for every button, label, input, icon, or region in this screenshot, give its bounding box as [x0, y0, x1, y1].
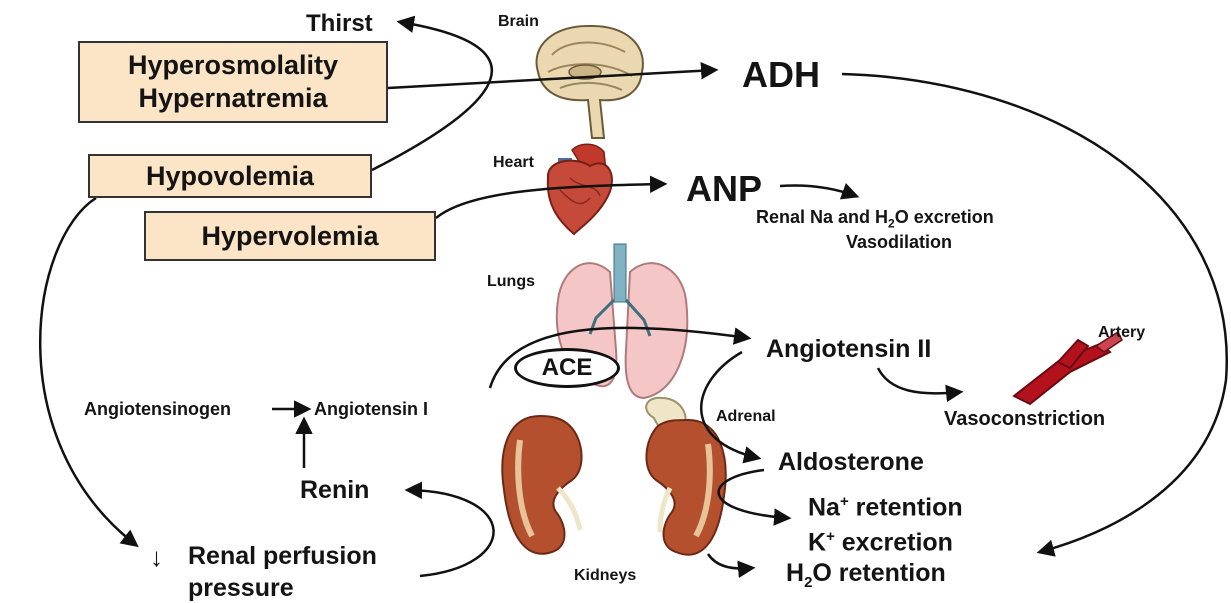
kidneys-label: Kidneys: [574, 568, 636, 584]
adh-label: ADH: [742, 57, 820, 93]
arrow-kidney-h2o: [708, 554, 752, 568]
angiotensinogen-label: Angiotensinogen: [84, 400, 231, 418]
arrow-hypovolemia-perfusion: [40, 198, 136, 545]
arrow-angiotensin-ii-vasoconstriction: [878, 368, 960, 393]
kidney-right-icon: [646, 398, 725, 555]
anp-label: ANP: [686, 171, 762, 207]
arrow-perfusion-renin: [408, 490, 494, 576]
arrow-adh-h2o: [842, 74, 1227, 552]
arrow-hypovolemia-thirst: [372, 22, 492, 170]
arrow-anp-effects: [780, 185, 856, 196]
box-hyperosmolality: Hyperosmolality Hypernatremia: [78, 41, 388, 123]
na-retention-label: Na+ retention: [808, 494, 963, 520]
box-hypervolemia: Hypervolemia: [144, 211, 436, 261]
lungs-label: Lungs: [487, 274, 535, 290]
hypervolemia-label: Hypervolemia: [201, 223, 378, 250]
renin-label: Renin: [300, 478, 369, 503]
aldosterone-label: Aldosterone: [778, 450, 924, 475]
box-hypovolemia: Hypovolemia: [88, 154, 372, 198]
artery-icon: [1014, 332, 1122, 404]
ace-oval: ACE: [514, 348, 620, 388]
anp-effect-vasodilation: Vasodilation: [846, 233, 952, 251]
kidney-left-icon: [502, 416, 581, 554]
brain-icon: [537, 26, 643, 138]
ace-label: ACE: [542, 356, 593, 380]
hypovolemia-label: Hypovolemia: [146, 163, 314, 190]
thirst-label: Thirst: [306, 12, 373, 36]
arrow-aldosterone-na: [719, 470, 788, 518]
hyperosmolality-label: Hyperosmolality: [128, 52, 338, 79]
k-excretion-label: K+ excretion: [808, 529, 953, 555]
renal-perfusion-label-line-2: pressure: [188, 576, 294, 601]
heart-label: Heart: [493, 155, 534, 171]
h2o-retention-label: H2O retention: [786, 561, 946, 590]
anp-effect-renal: Renal Na and H2O excretion: [756, 208, 994, 230]
brain-label: Brain: [498, 14, 539, 30]
renal-perfusion-label-line-1: Renal perfusion: [188, 544, 377, 569]
angiotensin-i-label: Angiotensin I: [314, 400, 428, 418]
decrease-arrow-icon: ↓: [150, 544, 163, 570]
angiotensin-ii-label: Angiotensin II: [766, 337, 931, 362]
artery-label: Artery: [1098, 325, 1145, 341]
hypernatremia-label: Hypernatremia: [138, 85, 327, 112]
adrenal-label: Adrenal: [716, 409, 776, 425]
vasoconstriction-label: Vasoconstriction: [944, 409, 1105, 429]
